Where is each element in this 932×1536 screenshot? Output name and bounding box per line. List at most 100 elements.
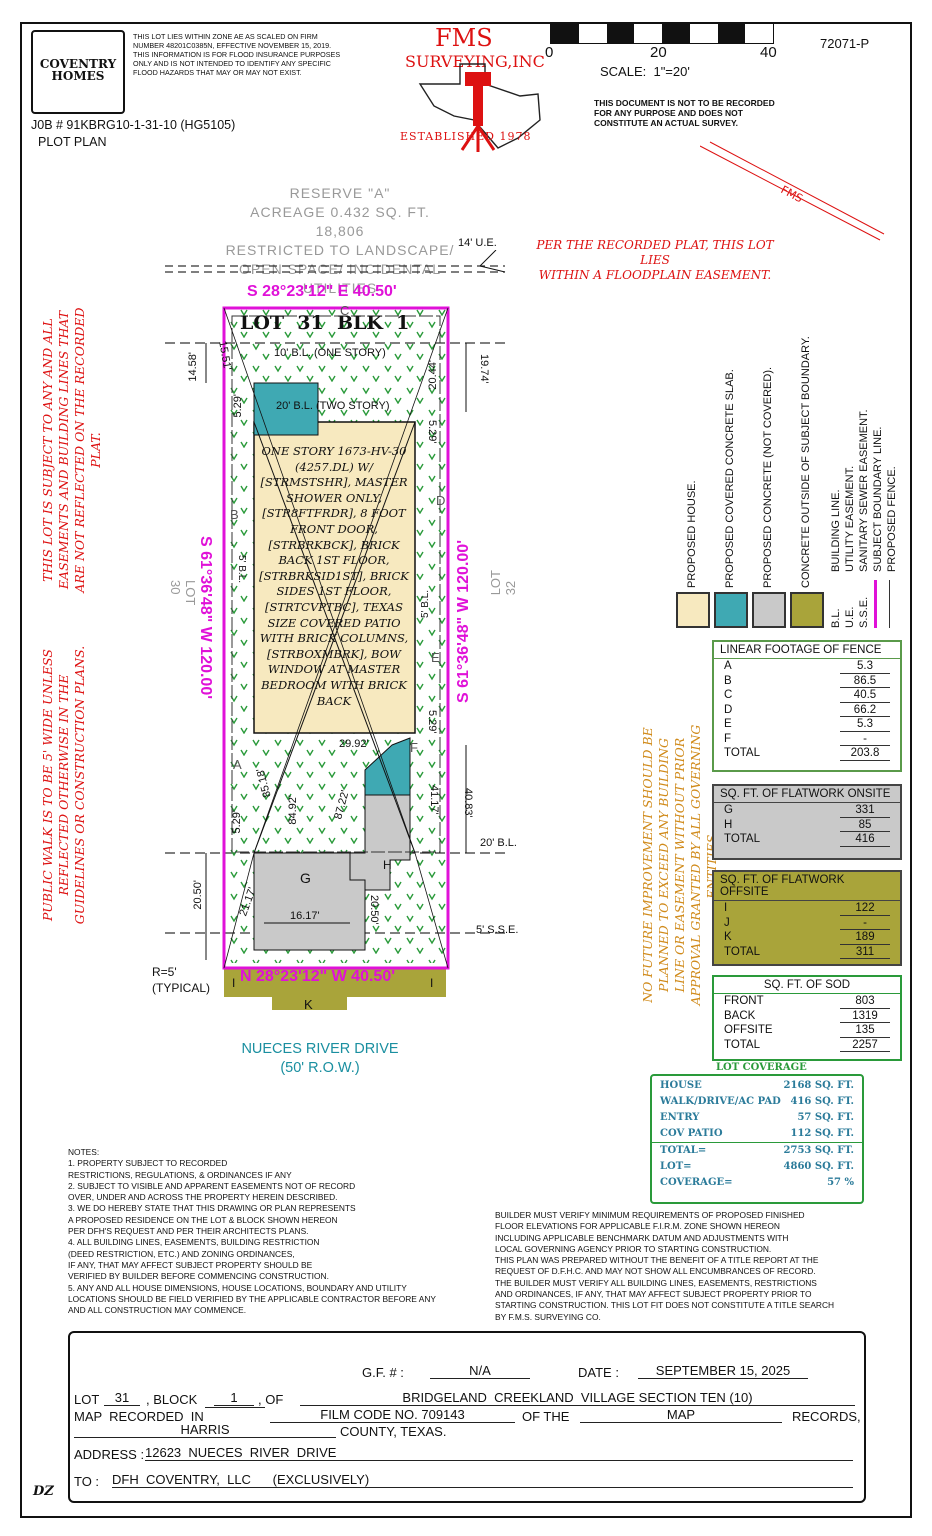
builder-notes: BUILDER MUST VERIFY MINIMUM REQUIREMENTS… [495,1210,895,1323]
fms-stamp: FMS [700,141,885,241]
dim-15: 20.50' [192,880,204,910]
reserve-line-1: RESERVE "A" [289,185,391,201]
reserve-line-6: UTILITIES [302,280,378,296]
floodplain-note-2: WITHIN A FLOODPLAIN EASEMENT. [538,268,772,282]
note-line: 1. PROPERTY SUBJECT TO RECORDED [68,1158,228,1169]
builder-line: STARTING CONSTRUCTION. THIS LOT FIT DOES… [495,1300,835,1311]
dim-14: 5.29' [231,810,243,834]
note-line: AND ALL CONSTRUCTION MAY COMMENCE. [68,1305,247,1316]
bl-20: 20' B.L. [480,837,517,849]
builder-line: BY F.M.S. SURVEYING CO. [495,1311,601,1322]
legend-sse: S.S.E. [858,596,870,628]
legend-boundary-line [874,580,877,628]
sse-5: 5' S.S.E. [476,924,519,936]
film-code: FILM CODE No. 709143 [270,1407,515,1423]
flat-off-title: SQ. FT. OF FLATWORK OFFSITE [714,872,900,901]
legend-ue: U.E. [844,606,856,628]
left-bearing: S 61°36'48" W 120.00' [197,536,214,700]
area-k: K [304,997,313,1012]
lot-title: LOT 31 BLK 1 [240,312,410,334]
floodplain-note: PER THE RECORDED PLAT, THIS LOT LIES WIT… [520,238,790,283]
notes-title: NOTES: [68,1147,100,1157]
lot-drawing [165,250,510,1010]
bl-10: 10' B.L. (ONE STORY) [274,347,386,359]
fence-label-e: E [431,650,440,665]
dim-3: 5.29' [232,394,244,418]
ue-label: 14' U.E. [458,237,497,249]
reserve-line-4: RESTRICTED TO LANDSCAPE/ [225,242,455,258]
note-line: LOCATIONS SHOULD BE FIELD VERIFIED BY TH… [68,1293,436,1304]
swatch-house [676,592,710,628]
lot-value: 31 [104,1390,140,1406]
coverage-title: LOT COVERAGE [716,1062,807,1073]
scale-bar [550,22,774,44]
house-description: ONE STORY 1673-HV-30 (4257.DL) W/ [STRMS… [259,444,409,708]
legend-boundary: SUBJECT BOUNDARY LINE. [872,426,884,573]
flood-zone-note: THIS LOT LIES WITHIN ZONE AE AS SCALED O… [133,32,341,77]
fence-table-title: LINEAR FOOTAGE OF FENCE [714,642,900,659]
note-line: 4. ALL BUILDING LINES, EASEMENTS, BUILDI… [68,1237,320,1248]
dim-8: 5.29' [426,710,438,734]
dim-18: 20.50' [368,895,380,925]
film-code-blank [205,1407,265,1408]
side-note-easements: THIS LOT IS SUBJECT TO ANY AND ALL EASEM… [40,307,103,593]
company-name: FMS [435,24,493,52]
fence-label-d: D [436,493,446,508]
bl-20-two: 20' B.L. (TWO STORY) [276,400,390,412]
company-name-2: SURVEYING,INC [405,52,545,71]
gf-value: N/A [430,1363,530,1379]
doc-type: PLOT PLAN [38,135,107,149]
legend-fence-line [889,580,890,628]
swatch-covered [714,592,748,628]
map-recorded: MAP RECORDED IN [74,1409,204,1424]
county-label: COUNTY, TEXAS. [340,1424,447,1439]
legend-bl-desc: BUILDING LINE. [830,489,842,572]
to-value: DFH COVENTRY, LLC (EXCLUSIVELY) [112,1472,853,1488]
county-value: HARRIS [74,1422,336,1438]
of-the: OF THE [522,1409,570,1424]
builder-line: AND ORDINANCES, IF ANY, THAT MAY AFFECT … [495,1289,812,1300]
area-g: G [300,870,311,886]
legend-covered: PROPOSED COVERED CONCRETE SLAB. [724,369,736,588]
drafter-initials: DZ [33,1484,54,1499]
fence-label-f: F [410,740,418,755]
scale-label: SCALE: 1"=20' [600,64,690,79]
coverage-row: LOT=4860 SQ. FT. [660,1161,854,1172]
note-line: (DEED RESTRICTION, ETC.) AND ZONING ORDI… [68,1248,295,1259]
note-line: A PROPOSED RESIDENCE ON THE LOT & BLOCK … [68,1214,338,1225]
dim-7: 29.92' [339,738,369,750]
right-bearing: S 61°36'48" W 120.00' [455,540,472,704]
to-label: TO : [74,1474,100,1489]
builder-line: LOCAL GOVERNING AGENCY PRIOR TO STARTING… [495,1243,772,1254]
dim-5: 19.74' [478,354,490,384]
date-label: DATE : [578,1365,619,1380]
date-value: SEPTEMBER 15, 2025 [638,1363,808,1379]
scale-20: 20 [650,44,667,61]
address-label: ADDRESS : [74,1447,145,1462]
area-h: H [383,858,392,872]
coverage-row: COVERAGE=57 % [660,1177,854,1188]
dim-1: 14.58' [187,352,199,382]
job-number: J0B # 91KBRG10-1-31-10 (HG5105) [31,118,236,132]
builder-line: THIS PLAN WAS PREPARED WITHOUT THE BENEF… [495,1255,819,1266]
swatch-concrete [752,592,786,628]
note-line: 2. SUBJECT TO VISIBLE AND APPARENT EASEM… [68,1180,356,1191]
notes: NOTES: 1. PROPERTY SUBJECT TO RECORDED R… [68,1147,498,1316]
side-note-walk: PUBLIC WALK IS TO BE 5' WIDE UNLESS REFL… [40,645,87,925]
logo-text: COVENTRY HOMES [39,57,117,83]
texas-surveyor-icon [418,63,541,152]
floodplain-note-1: PER THE RECORDED PLAT, THIS LOT LIES [536,238,774,267]
note-line: OVER, UNDER AND ACROSS THE PROPERTY HERE… [68,1192,338,1203]
